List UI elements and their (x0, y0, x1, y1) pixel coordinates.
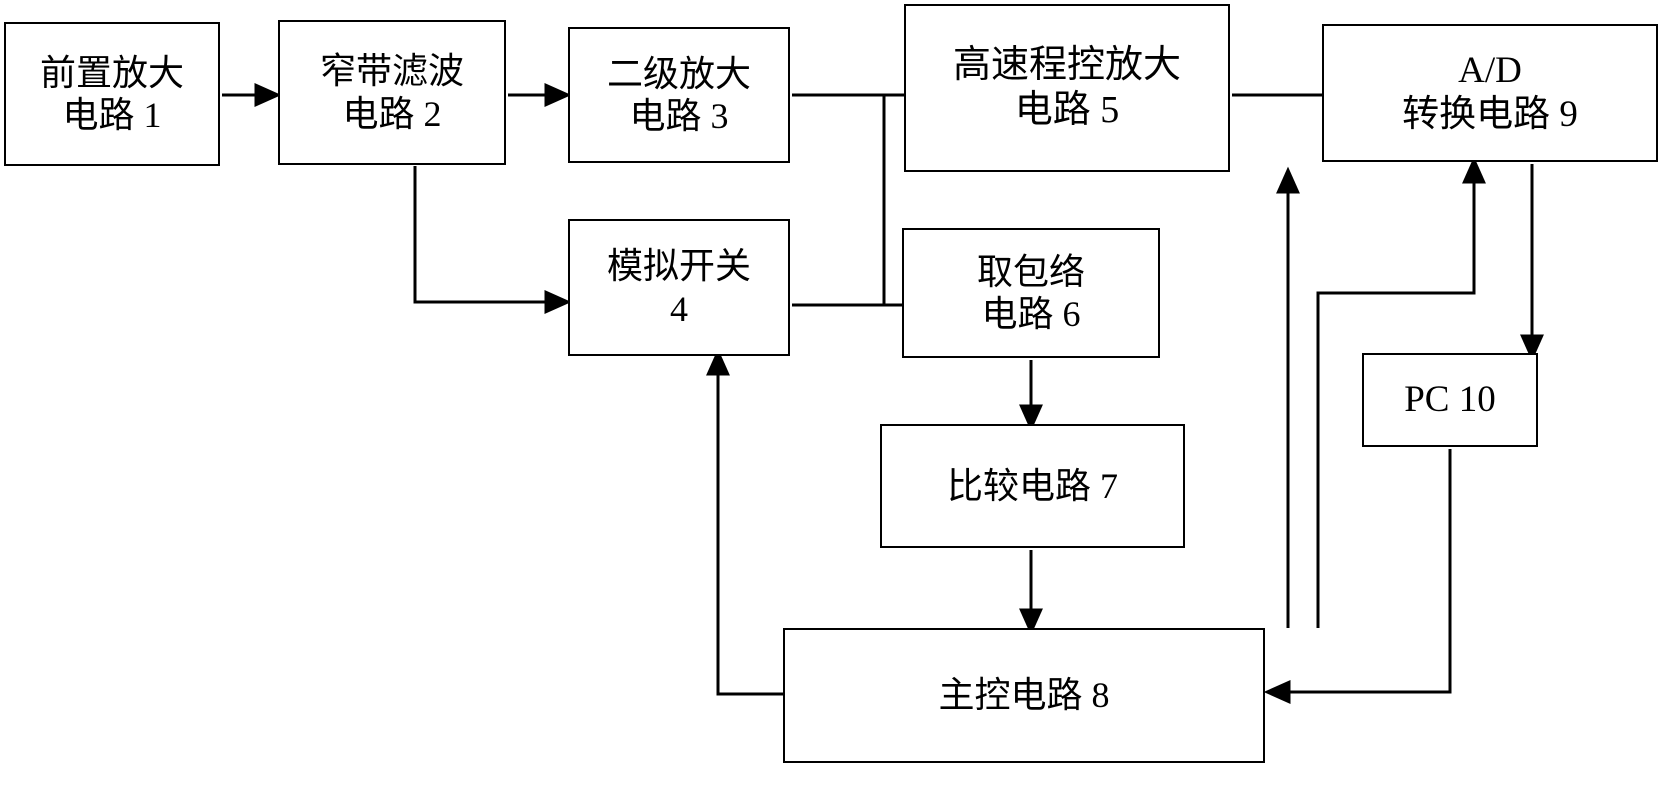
block-label: PC 10 (1404, 379, 1496, 421)
block-label: 比较电路 7 (946, 465, 1118, 506)
block-ad-conversion-circuit-9[interactable]: A/D 转换电路 9 (1322, 24, 1658, 162)
block-comparator-circuit-7[interactable]: 比较电路 7 (880, 424, 1185, 548)
block-label: A/D 转换电路 9 (1402, 50, 1578, 135)
block-label: 模拟开关 4 (606, 246, 751, 329)
block-label: 主控电路 8 (938, 675, 1110, 716)
block-pc-10[interactable]: PC 10 (1362, 353, 1538, 447)
connector-n10-n8 (1263, 449, 1452, 704)
block-main-control-circuit-8[interactable]: 主控电路 8 (783, 628, 1265, 763)
block-preamplifier-circuit-1[interactable]: 前置放大 电路 1 (4, 22, 220, 166)
block-high-speed-programmable-amplifier-circuit-5[interactable]: 高速程控放大 电路 5 (904, 4, 1230, 172)
connector-n2-n4 (413, 166, 572, 314)
block-label: 窄带滤波 电路 2 (319, 51, 464, 134)
block-label: 前置放大 电路 1 (39, 52, 184, 135)
connector-n8-n9 (1316, 156, 1486, 628)
block-label: 高速程控放大 电路 5 (952, 44, 1181, 131)
block-secondary-amplifier-circuit-3[interactable]: 二级放大 电路 3 (568, 27, 790, 163)
block-analog-switch-4[interactable]: 模拟开关 4 (568, 219, 790, 356)
block-label: 二级放大 电路 3 (606, 53, 751, 136)
connector-n8-n4 (706, 348, 783, 696)
block-label: 取包络 电路 6 (976, 251, 1085, 334)
block-narrowband-filter-circuit-2[interactable]: 窄带滤波 电路 2 (278, 20, 506, 165)
block-envelope-detector-circuit-6[interactable]: 取包络 电路 6 (902, 228, 1160, 358)
